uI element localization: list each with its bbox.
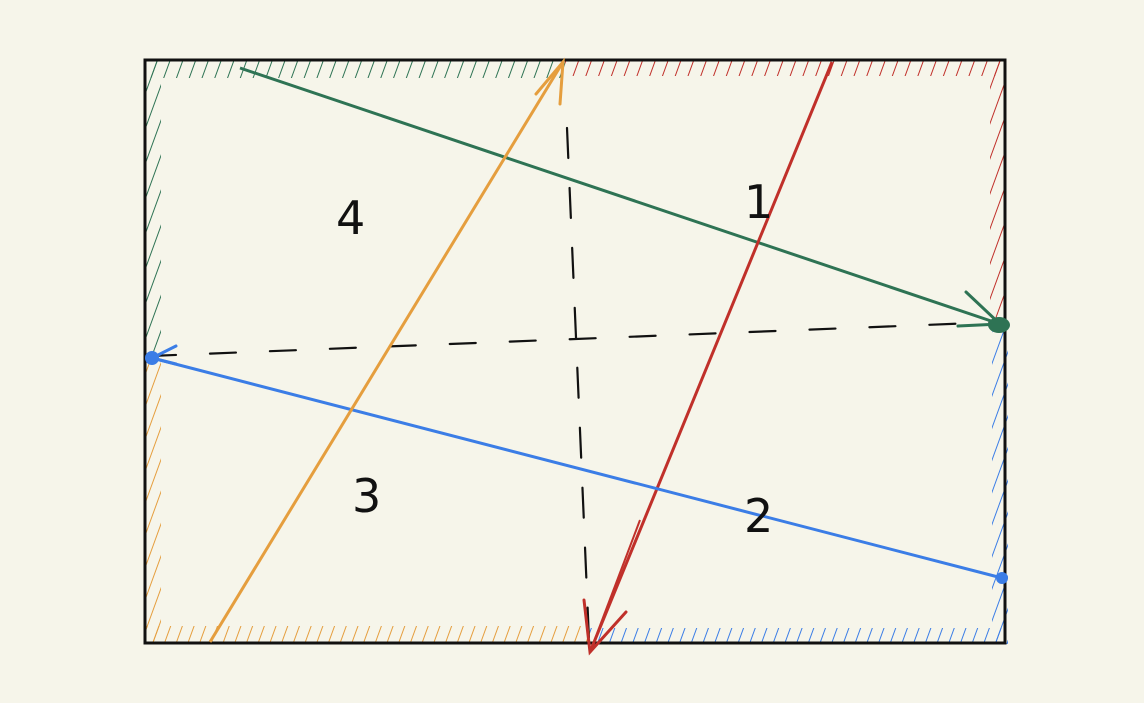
green-arrow	[239, 66, 1010, 333]
orange-hatch-bottom	[145, 626, 590, 642]
region-label-4: 4	[336, 191, 365, 245]
blue-hatch-bottom	[590, 628, 1008, 644]
blue-arrow	[145, 344, 1008, 584]
region-label-2: 2	[744, 489, 773, 543]
red-hatch-right	[990, 60, 1006, 322]
hatch-borders	[145, 60, 1008, 644]
dashed-vertical-axis	[565, 126, 591, 642]
orange-arrow	[208, 57, 565, 643]
green-hatch-left	[145, 60, 161, 360]
region-label-3: 3	[352, 469, 381, 523]
red-arrow	[582, 61, 834, 656]
orange-hatch-left	[145, 360, 161, 642]
outer-frame	[143, 58, 1007, 645]
green-hatch-top	[145, 60, 565, 78]
dashed-horizontal-axis	[148, 320, 1002, 358]
red-hatch-top	[565, 60, 1005, 76]
region-label-1: 1	[744, 175, 773, 229]
